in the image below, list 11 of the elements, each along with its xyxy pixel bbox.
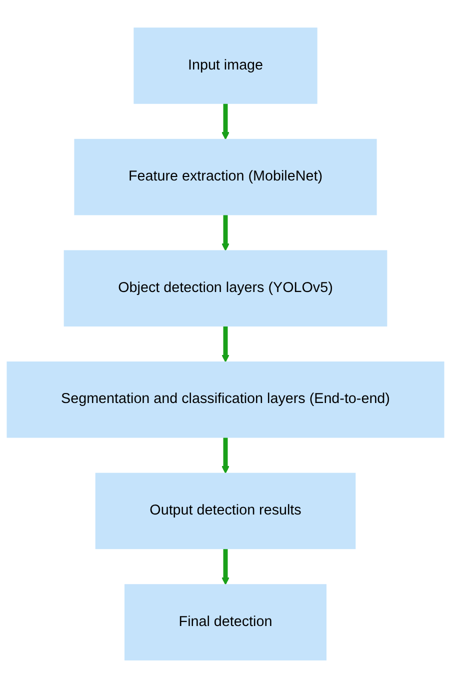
node-box: Input image	[134, 28, 318, 104]
arrow	[222, 437, 230, 474]
node-box: Object detection layers (YOLOv5)	[64, 250, 388, 326]
node-box: Feature extraction (MobileNet)	[74, 138, 377, 216]
arrow	[222, 326, 230, 362]
node-box: Final detection	[124, 584, 327, 660]
node-box: Segmentation and classification layers (End-to-end)	[6, 362, 444, 438]
arrow	[222, 103, 230, 140]
node-box: Output detection results	[95, 472, 356, 550]
arrow	[222, 548, 230, 585]
arrow	[222, 214, 230, 251]
